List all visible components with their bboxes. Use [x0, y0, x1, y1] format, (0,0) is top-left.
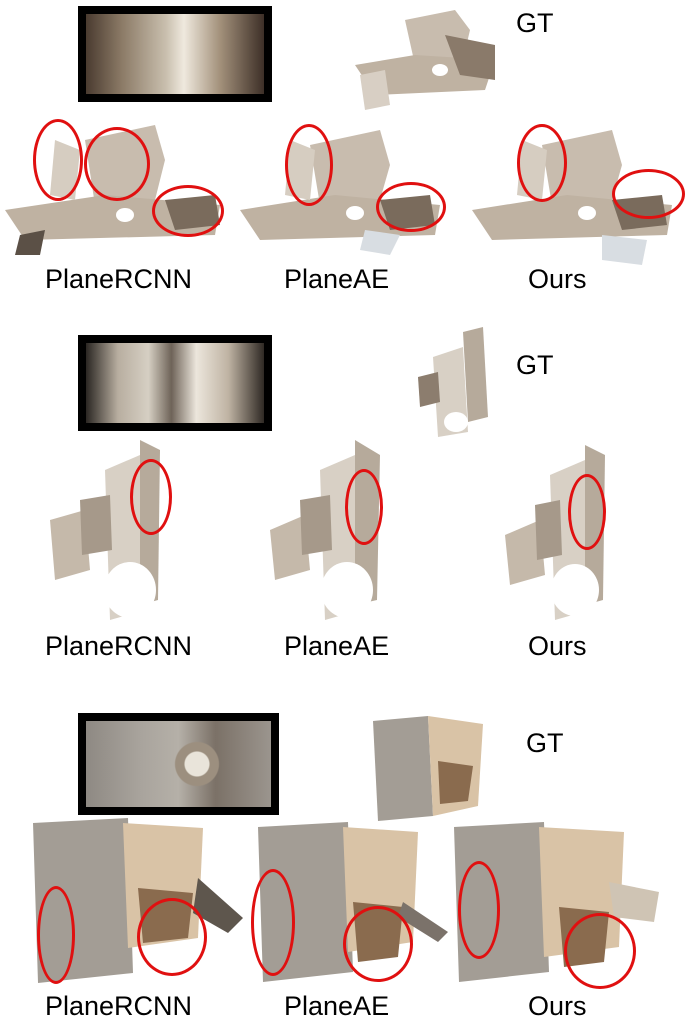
row3-planercnn-ring-2 [137, 898, 207, 976]
row2-ours-ring [568, 474, 606, 550]
row3-gt-render [373, 716, 483, 821]
row2-gt-render [418, 327, 488, 437]
row3-planeae-label: PlaneAE [284, 991, 390, 1021]
row1-planercnn-label: PlaneRCNN [45, 264, 193, 294]
row2-ours-render [505, 445, 605, 620]
row1-ours-ring-1 [517, 124, 567, 202]
row3-panorama [78, 713, 279, 815]
row2-gt-label: GT [516, 350, 554, 380]
row1-panorama [78, 6, 272, 102]
row1-planercnn-ring-1 [33, 119, 83, 201]
row2-panorama-image [86, 343, 264, 423]
row1-gt-label: GT [516, 8, 554, 38]
row1-planeae-ring-2 [376, 182, 446, 232]
row1-ours-ring-2 [612, 169, 685, 219]
row1-gt-render [355, 10, 495, 110]
row2-planeae-label: PlaneAE [284, 631, 390, 661]
row1-ours-label: Ours [528, 264, 587, 294]
row3-ours-ring-1 [458, 861, 500, 959]
row2-ours-label: Ours [528, 631, 587, 661]
row2-planeae-ring [345, 469, 383, 545]
row3-planercnn-ring-1 [37, 886, 75, 984]
row2-panorama [78, 335, 272, 431]
row1-panorama-image [86, 14, 264, 94]
row2-planeae-render [270, 440, 380, 620]
row3-gt-label: GT [526, 728, 564, 758]
row1-planeae-label: PlaneAE [284, 264, 390, 294]
row2-planercnn-ring [130, 459, 172, 535]
row1-planercnn-ring-3 [152, 185, 224, 237]
row2-planercnn-label: PlaneRCNN [45, 631, 193, 661]
row3-panorama-image [86, 721, 271, 807]
row3-planeae-ring-1 [251, 869, 295, 976]
row3-planercnn-label: PlaneRCNN [45, 991, 193, 1021]
row3-planeae-ring-2 [343, 906, 413, 982]
row1-planercnn-ring-2 [84, 127, 150, 201]
row1-planeae-ring-1 [285, 124, 333, 206]
row3-ours-label: Ours [528, 991, 587, 1021]
row3-ours-ring-2 [564, 913, 636, 989]
